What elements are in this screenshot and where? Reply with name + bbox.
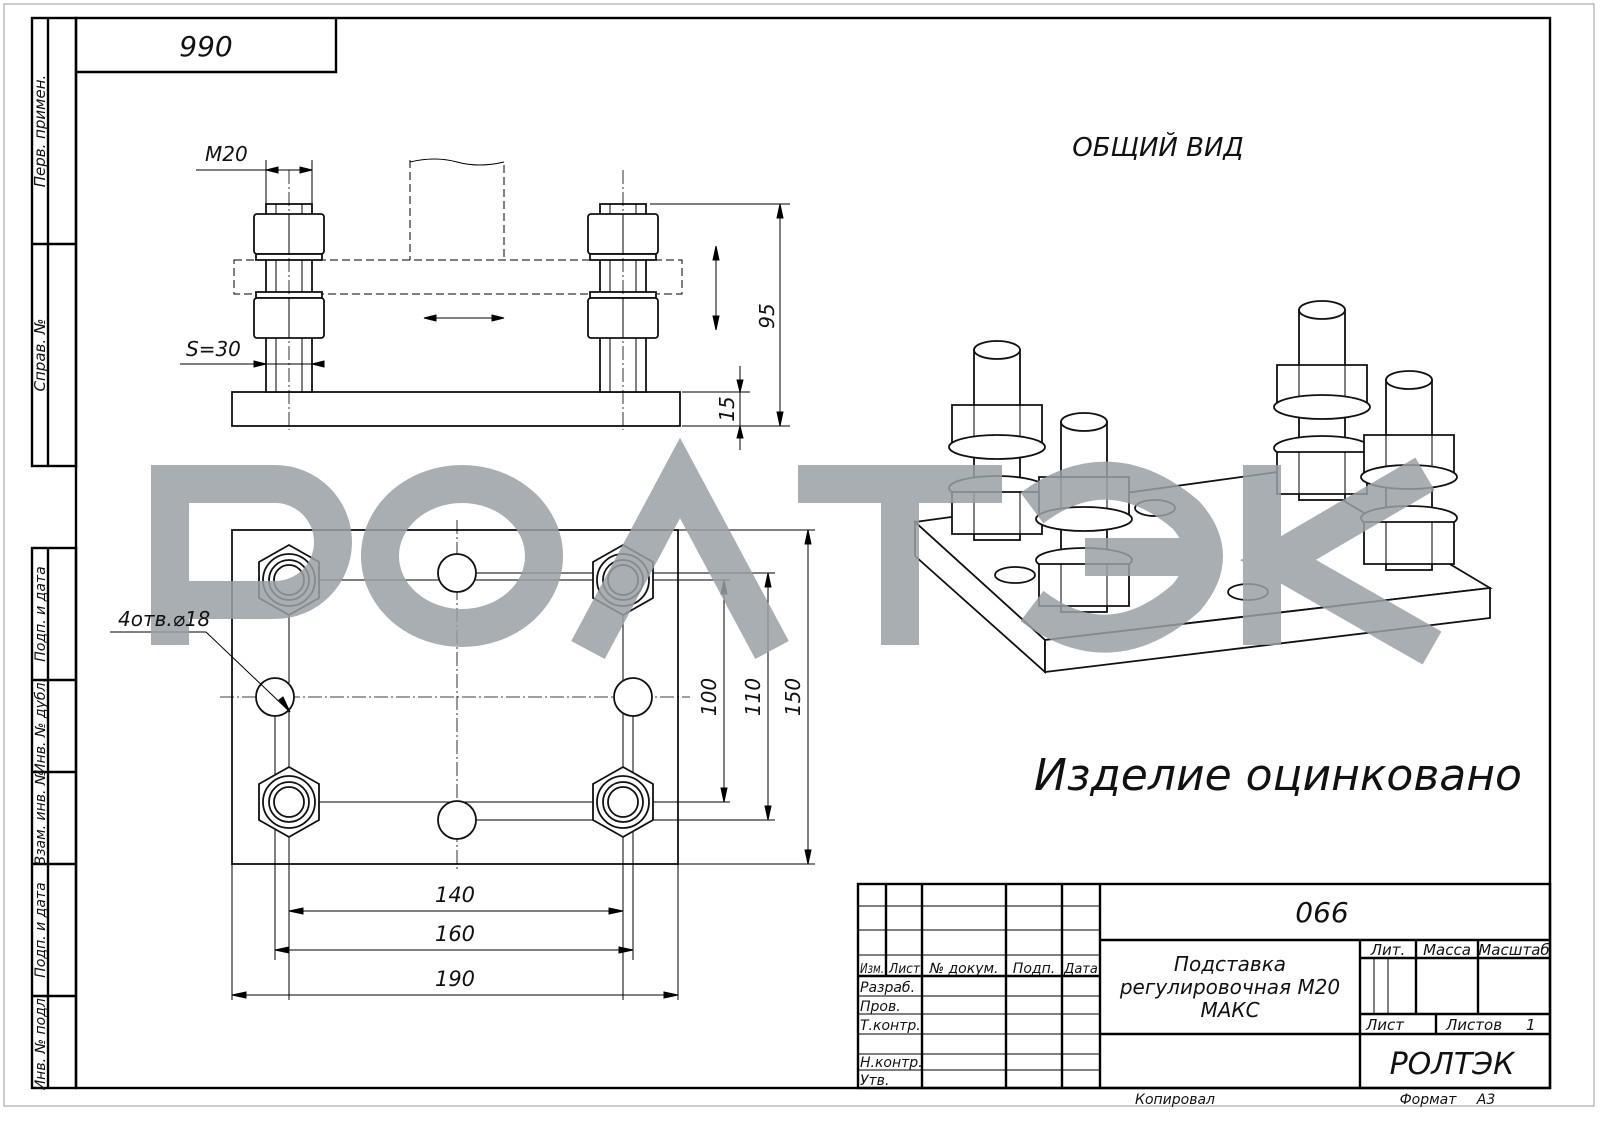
role-utv: Утв. (860, 1073, 889, 1089)
thread-dim: M20 (205, 142, 248, 166)
sheets-count: 1 (1526, 1016, 1536, 1034)
side-label: Перв. примен. (31, 75, 49, 188)
front-view: M20 S=30 95 15 (180, 142, 790, 450)
designation: 066 (1295, 896, 1348, 929)
role-razrab: Разраб. (860, 980, 915, 996)
base-plate (231, 391, 681, 427)
product-name-2: регулировочная М20 (1119, 975, 1340, 999)
header-izm: Изм. (860, 962, 884, 977)
sheet-label: Лист (1365, 1016, 1405, 1034)
sheet-border (3, 3, 1595, 1107)
dim-190: 190 (435, 967, 475, 991)
side-label: Взам. инв. № (33, 770, 49, 865)
side-label: Инв. № подл. (33, 994, 49, 1091)
copied-label: Копировал (1135, 1092, 1215, 1108)
format-value: А3 (1476, 1092, 1495, 1108)
side-label: Инв. № дубл. (33, 678, 49, 774)
format-label: Формат (1400, 1092, 1458, 1108)
side-label: Подп. и дата (33, 882, 49, 977)
company-name: РОЛТЭК (1390, 1047, 1517, 1082)
title-block: 066 Подставка регулировочная М20 МАКС Из… (856, 882, 1552, 1108)
hole (613, 677, 653, 717)
hole (437, 800, 477, 840)
galvanized-note: Изделие оцинковано (1034, 750, 1522, 801)
product-name-1: Подставка (1174, 952, 1286, 976)
dim-150: 150 (781, 678, 805, 716)
mass-label: Масса (1423, 941, 1471, 959)
height-dim: 95 (755, 303, 779, 328)
header-list: Лист (888, 962, 920, 977)
dim-110: 110 (741, 678, 765, 716)
header-sign: Подп. (1013, 961, 1055, 977)
role-prov: Пров. (860, 999, 901, 1015)
dim-100: 100 (697, 678, 721, 716)
mounted-profile (233, 259, 683, 295)
lit-label: Лит. (1370, 941, 1406, 959)
sheets-label: Листов (1445, 1016, 1502, 1034)
side-label: Справ. № (31, 319, 49, 392)
holes-dim: 4отв.⌀18 (118, 607, 210, 631)
role-tkontr: Т.контр. (860, 1018, 921, 1034)
hole (437, 553, 477, 593)
side-label: Подп. и дата (33, 566, 49, 661)
watermark-logo (151, 437, 1442, 665)
dim-160: 160 (435, 922, 475, 946)
product-name-3: МАКС (1200, 998, 1259, 1022)
isometric-view: ОБЩИЙ ВИД Изделие оцинковано (912, 131, 1522, 801)
code-text: 990 (179, 30, 232, 63)
side-strip: Перв. примен. Справ. № Подп. и дата Инв.… (30, 16, 78, 1091)
thickness-dim: 15 (715, 396, 739, 421)
header-doc: № докум. (928, 961, 998, 977)
dim-140: 140 (435, 883, 475, 907)
view-title: ОБЩИЙ ВИД (1072, 131, 1244, 163)
wrench-dim: S=30 (186, 337, 241, 361)
role-nkontr: Н.контр. (860, 1055, 923, 1071)
code-box: 990 (76, 18, 338, 74)
header-date: Дата (1063, 962, 1098, 977)
scale-label: Масштаб (1478, 941, 1549, 959)
